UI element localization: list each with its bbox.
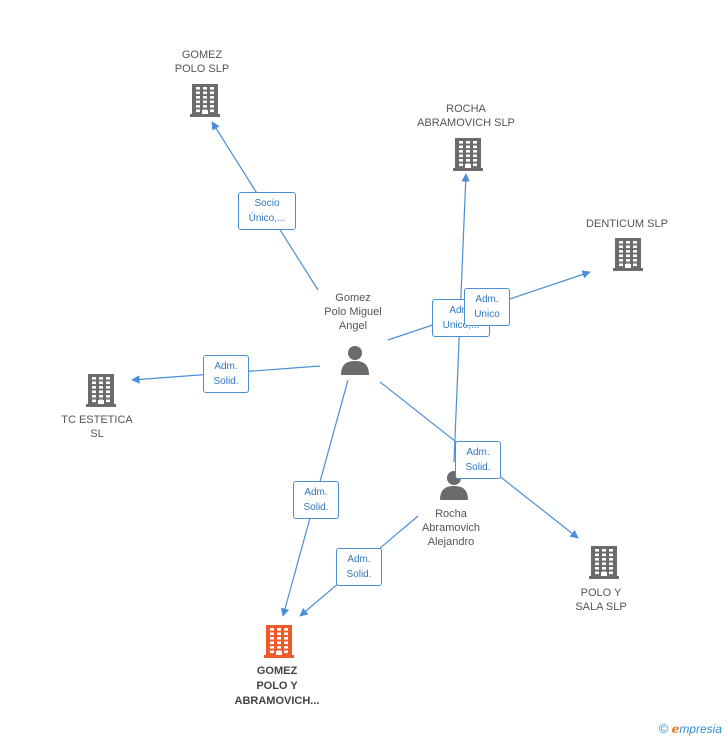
building-icon[interactable] [86, 374, 116, 407]
building-icon[interactable] [453, 138, 483, 171]
node-label-tc-estetica-sl[interactable]: TC ESTETICA SL [61, 414, 133, 440]
edge-label-adm-solid[interactable]: Adm. Solid. [293, 481, 339, 519]
brand-logo-initial: e [671, 722, 680, 736]
footer-brand: © empresia [659, 721, 722, 736]
node-label-gomez-polo-miguel-angel[interactable]: Gomez Polo Miguel Angel [324, 292, 382, 332]
node-label-polo-y-sala-slp[interactable]: POLO Y SALA SLP [575, 587, 627, 613]
brand-name: mpresia [679, 722, 722, 736]
copyright-symbol: © [658, 721, 669, 736]
building-icon[interactable] [190, 84, 220, 117]
edge-label-socio-unico[interactable]: Socio Único,... [238, 192, 296, 230]
building-icon[interactable] [589, 546, 619, 579]
node-label-rocha-abramovich-alejandro[interactable]: Rocha Abramovich Alejandro [421, 508, 481, 548]
building-icon[interactable] [613, 238, 643, 271]
edge-label-adm-solid[interactable]: Adm. Solid. [336, 548, 382, 586]
node-label-denticum-slp[interactable]: DENTICUM SLP [586, 218, 668, 230]
node-label-gomez-polo-slp[interactable]: GOMEZ POLO SLP [174, 49, 230, 75]
person-icon[interactable] [440, 471, 468, 500]
node-label-gomez-polo-y-abramovich[interactable]: GOMEZ POLO Y ABRAMOVICH... [234, 665, 320, 707]
edge-label-adm-unico[interactable]: Adm. Unico [464, 288, 510, 326]
building-icon[interactable] [264, 625, 294, 658]
edge-label-adm-solid[interactable]: Adm. Solid. [455, 441, 501, 479]
edge-label-adm-solid[interactable]: Adm. Solid. [203, 355, 249, 393]
node-label-rocha-abramovich-slp[interactable]: ROCHA ABRAMOVICH SLP [417, 103, 515, 129]
person-icon[interactable] [341, 346, 369, 375]
